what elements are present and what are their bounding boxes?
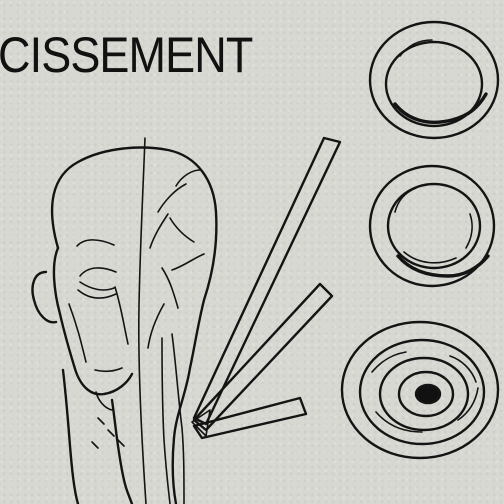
- head-profile-illustration-icon: [33, 138, 217, 504]
- temple-vessels: [150, 170, 200, 248]
- brow: [77, 240, 114, 246]
- ear: [33, 272, 57, 322]
- neck-shading: [92, 418, 124, 448]
- arrow-short: [194, 398, 306, 438]
- left-neck: [63, 370, 78, 504]
- right-neck: [112, 400, 132, 504]
- eye-ring-icon: [370, 22, 498, 138]
- eye-upper: [80, 268, 116, 276]
- arrow-icon: [192, 138, 340, 438]
- nose-line: [115, 287, 128, 344]
- eye-stage-2-inner-detail: [395, 188, 472, 263]
- eye-fold: [78, 290, 116, 298]
- eye-ring-icon: [342, 322, 498, 458]
- eye-lower: [80, 282, 114, 290]
- eye-stage-3-center: [416, 385, 440, 403]
- eye-stage-2-shadow: [398, 256, 488, 276]
- center-divider: [139, 138, 146, 504]
- face-profile: [54, 248, 132, 394]
- eye-stage-1-shadow: [395, 94, 486, 122]
- neck-vessel-left: [162, 338, 170, 504]
- eye-ring-icon: [370, 166, 494, 286]
- mouth: [95, 368, 122, 371]
- arrow-long: [194, 138, 340, 424]
